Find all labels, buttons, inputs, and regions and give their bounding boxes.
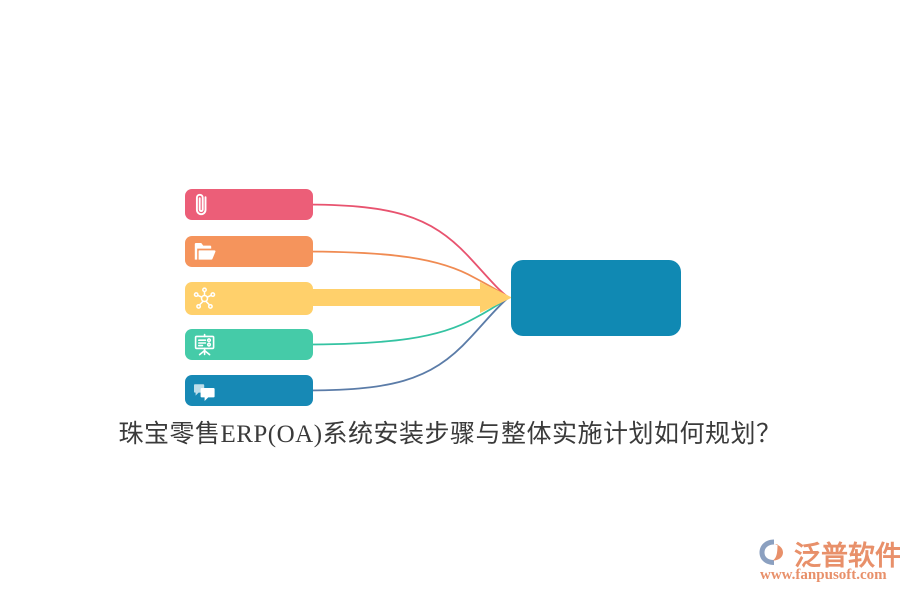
presentation-board-icon	[194, 333, 215, 356]
chat-bubbles-icon	[194, 384, 215, 401]
item-bar-group	[185, 189, 313, 406]
item-bar-3[interactable]	[185, 282, 313, 315]
paperclip-icon	[195, 193, 207, 216]
watermark-brand: 泛普软件	[794, 541, 900, 571]
page-title: 珠宝零售ERP(OA)系统安装步骤与整体实施计划如何规划？	[118, 421, 782, 448]
watermark: 泛普软件 www.fanpusoft.com	[758, 534, 900, 590]
connector-curve-1	[299, 203, 509, 298]
item-bar-5[interactable]	[185, 375, 313, 406]
fanpu-logo-mark	[759, 539, 783, 565]
connector-curve-5	[299, 297, 509, 392]
item-bar-4[interactable]	[185, 329, 313, 360]
network-share-icon	[193, 287, 216, 309]
watermark-url: www.fanpusoft.com	[760, 567, 887, 583]
connector-curve-4	[299, 297, 509, 346]
item-bar-2[interactable]	[185, 236, 313, 267]
connector-arrow-3	[300, 282, 512, 313]
item-bar-1[interactable]	[185, 189, 313, 220]
open-folder-icon	[194, 243, 216, 260]
target-box[interactable]	[511, 260, 681, 336]
